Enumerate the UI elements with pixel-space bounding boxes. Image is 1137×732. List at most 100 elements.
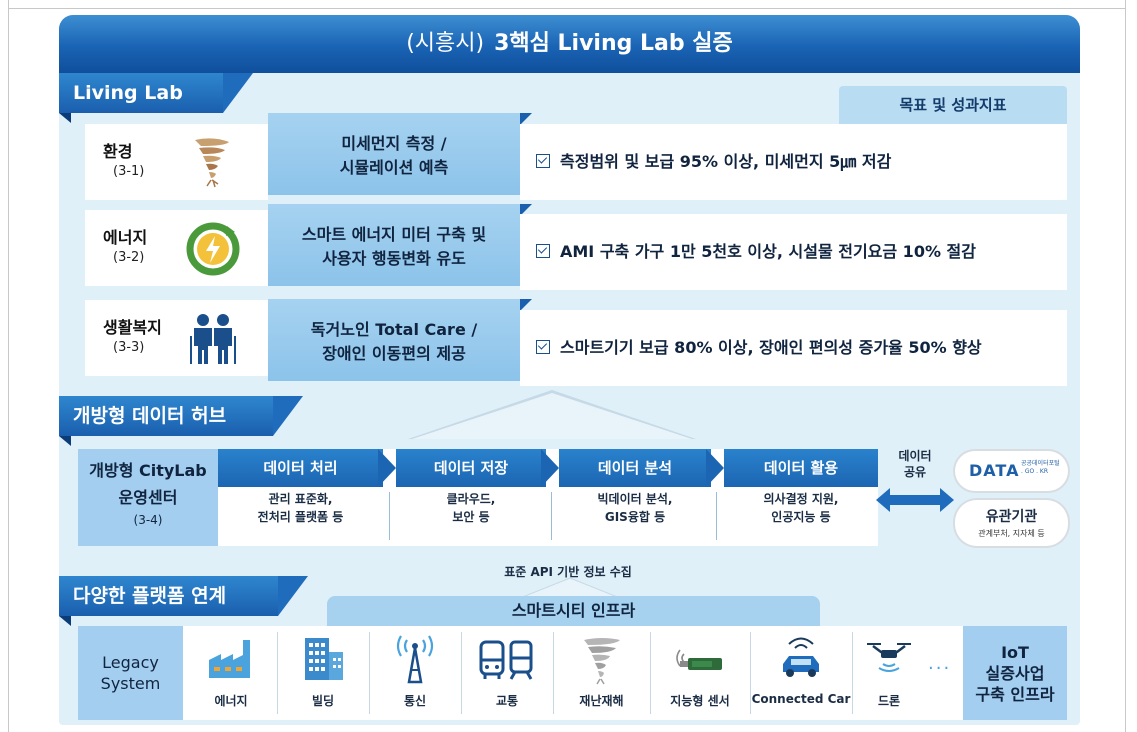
bus-train-icon [479,640,533,680]
infra-label: Connected Car [751,692,851,706]
checkbox-icon [536,244,550,258]
desc-line: 클라우드, [446,492,496,506]
double-arrow-icon [876,488,954,512]
step-arrow [706,449,724,487]
goal-welfare: 스마트기기 보급 80% 이상, 장애인 편의성 증가율 50% 향상 [520,310,1067,386]
frame-border [1125,0,1126,732]
desc-line: 전처리 플랫폼 등 [257,510,344,524]
divider [852,632,853,714]
desc-welfare: 독거노인 Total Care / 장애인 이동편의 제공 [268,299,520,381]
desc-line: 의사결정 지원, [763,492,839,506]
roof-shape [412,393,692,439]
arrow-tip [520,113,532,125]
step-desc-storage: 클라우드, 보안 등 [396,490,546,526]
elderly-people-icon [190,314,236,364]
goal-environment: 측정범위 및 보급 95% 이상, 미세먼지 5㎛ 저감 [520,124,1067,200]
tab-fold [59,616,71,626]
data-portal-logo: DATA 공공데이터포털 . GO . KR [955,451,1068,491]
upward-arrow-shape [520,577,620,598]
page-title: (시흥시)3핵심 Living Lab 실증 [59,15,1080,73]
infra-building: 빌딩 [278,626,368,720]
tab-fold [59,113,71,123]
infra-disaster: 재난재해 [554,626,649,720]
step-arrow [541,449,559,487]
step-data-usage: 데이터 활용 [724,449,878,487]
desc-line: 관리 표준화, [268,492,333,506]
ellipsis: ··· [928,658,952,679]
category-code: (3-3) [113,340,145,355]
category-code: (3-1) [113,164,145,179]
checkbox-icon [536,340,550,354]
center-line1: 개방형 CityLab [89,461,207,480]
section-label: Living Lab [73,82,183,104]
data-logo-sub: 공공데이터포털 . GO . KR [1021,460,1060,476]
infra-label: 교통 [495,694,519,708]
category-name: 에너지 [103,228,148,247]
infra-sensor: 지능형 센서 [651,626,749,720]
infra-label: 에너지 [214,694,248,708]
citylab-center: 개방형 CityLab 운영센터 (3-4) [78,449,218,546]
factory-icon [209,640,250,678]
goal-text: 스마트기기 보급 80% 이상, 장애인 편의성 증가율 50% 향상 [560,338,982,357]
desc-environment: 미세먼지 측정 / 시뮬레이션 예측 [268,113,520,195]
legacy-system: Legacy System [78,626,183,720]
section-label: 개방형 데이터 허브 [73,405,227,427]
frame-border [8,8,1126,9]
divider [750,632,751,714]
frame-border [8,0,9,732]
infra-connected-car: Connected Car [751,626,851,720]
title-main: 3핵심 Living Lab 실증 [494,31,733,56]
data-logo-text: DATA [969,461,1020,480]
sensor-icon [676,649,722,670]
disaster-tornado-icon [583,638,620,685]
goal-text: AMI 구축 가구 1만 5천호 이상, 시설물 전기요금 10% 절감 [560,242,976,261]
agency-sub: 관계부처, 지자체 등 [978,529,1045,538]
divider [551,492,552,540]
desc-line: GIS융합 등 [604,510,666,524]
desc-line: 시뮬레이션 예측 [339,158,449,177]
category-welfare: 생활복지 (3-3) [85,300,268,376]
step-desc-usage: 의사결정 지원, 인공지능 등 [724,490,878,526]
divider [369,632,370,714]
portal-sub2: . GO . KR [1021,468,1049,475]
infra-traffic: 교통 [462,626,552,720]
category-environment: 환경 (3-1) [85,124,268,200]
share-line: 공유 [903,465,927,479]
desc-line: 장애인 이동편의 제공 [322,344,466,363]
category-name: 환경 [103,142,133,161]
step-data-storage: 데이터 저장 [396,449,546,487]
divider [389,492,390,540]
section-tab-platform: 다양한 플랫폼 연계 [59,576,308,616]
desc-line: 보안 등 [452,510,490,524]
infra-label: 드론 [877,694,901,708]
legacy-line: Legacy [102,653,159,672]
portal-sub1: 공공데이터포털 [1021,460,1060,467]
category-code: (3-2) [113,250,145,265]
iot-line: IoT [1001,642,1029,662]
infra-drone: 드론 [853,626,925,720]
step-desc-processing: 관리 표준화, 전처리 플랫폼 등 [218,490,383,526]
tornado-icon [195,138,229,188]
share-line: 데이터 [898,449,932,463]
iot-line: 구축 인프라 [975,684,1055,704]
goal-energy: AMI 구축 가구 1만 5천호 이상, 시설물 전기요금 10% 절감 [520,214,1067,290]
divider [461,632,462,714]
energy-cycle-icon [186,222,240,276]
smart-city-infra-bar: 스마트시티 인프라 [327,596,820,626]
divider [716,492,717,540]
iot-infra: IoT 실증사업 구축 인프라 [963,626,1067,720]
category-name: 생활복지 [103,318,162,337]
infra-telecom: 통신 [370,626,460,720]
desc-line: 빅데이터 분석, [597,492,673,506]
section-tab-living-lab: Living Lab [59,73,253,113]
divider [553,632,554,714]
category-energy: 에너지 (3-2) [85,210,268,286]
desc-line: 독거노인 Total Care / [310,320,478,339]
connected-car-icon [783,637,819,677]
legacy-line: System [100,674,161,693]
related-agencies: 유관기관 관계부처, 지자체 등 [955,500,1068,546]
arrow-tip [520,299,532,311]
step-arrow [378,449,396,487]
goal-text: 측정범위 및 보급 95% 이상, 미세먼지 5㎛ 저감 [560,152,892,171]
desc-line: 스마트 에너지 미터 구축 및 [301,225,487,244]
